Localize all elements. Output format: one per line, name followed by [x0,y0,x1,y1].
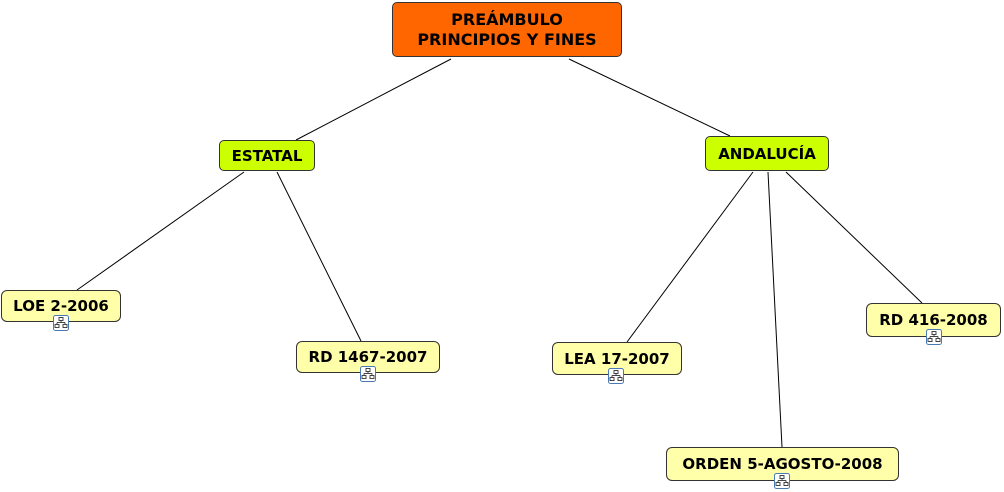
link-root-andalucia [568,58,731,137]
concept-map-link-icon[interactable] [926,329,942,345]
leaf-node-rd-416-2008[interactable]: RD 416-2008 [866,303,1001,337]
branch-node-andalucia[interactable]: ANDALUCÍA [705,136,829,171]
branch-label-andalucia: ANDALUCÍA [718,144,816,163]
link-root-estatal [295,58,452,141]
leaf-label-lea: LEA 17-2007 [564,349,670,368]
concept-map-link-icon[interactable] [53,315,69,331]
link-estatal-rd1467 [276,171,362,342]
link-andalucia-rd416 [785,171,923,304]
leaf-label-rd1467: RD 1467-2007 [308,348,428,366]
leaf-label-loe: LOE 2-2006 [13,297,109,315]
branch-node-estatal[interactable]: ESTATAL [219,140,315,171]
concept-map-link-icon[interactable] [608,368,624,384]
concept-map-link-icon[interactable] [360,366,376,382]
root-title-line1: PREÁMBULO [451,9,563,29]
branch-label-estatal: ESTATAL [231,146,303,165]
link-andalucia-orden [767,171,783,448]
leaf-label-orden: ORDEN 5-AGOSTO-2008 [682,455,883,473]
root-title-line2: PRINCIPIOS Y FINES [417,29,597,49]
leaf-label-rd416: RD 416-2008 [879,311,988,329]
link-estatal-loe [76,171,245,291]
root-node-preambulo[interactable]: PREÁMBULO PRINCIPIOS Y FINES [392,2,622,57]
link-andalucia-lea [626,171,754,343]
concept-map-link-icon[interactable] [774,473,790,489]
